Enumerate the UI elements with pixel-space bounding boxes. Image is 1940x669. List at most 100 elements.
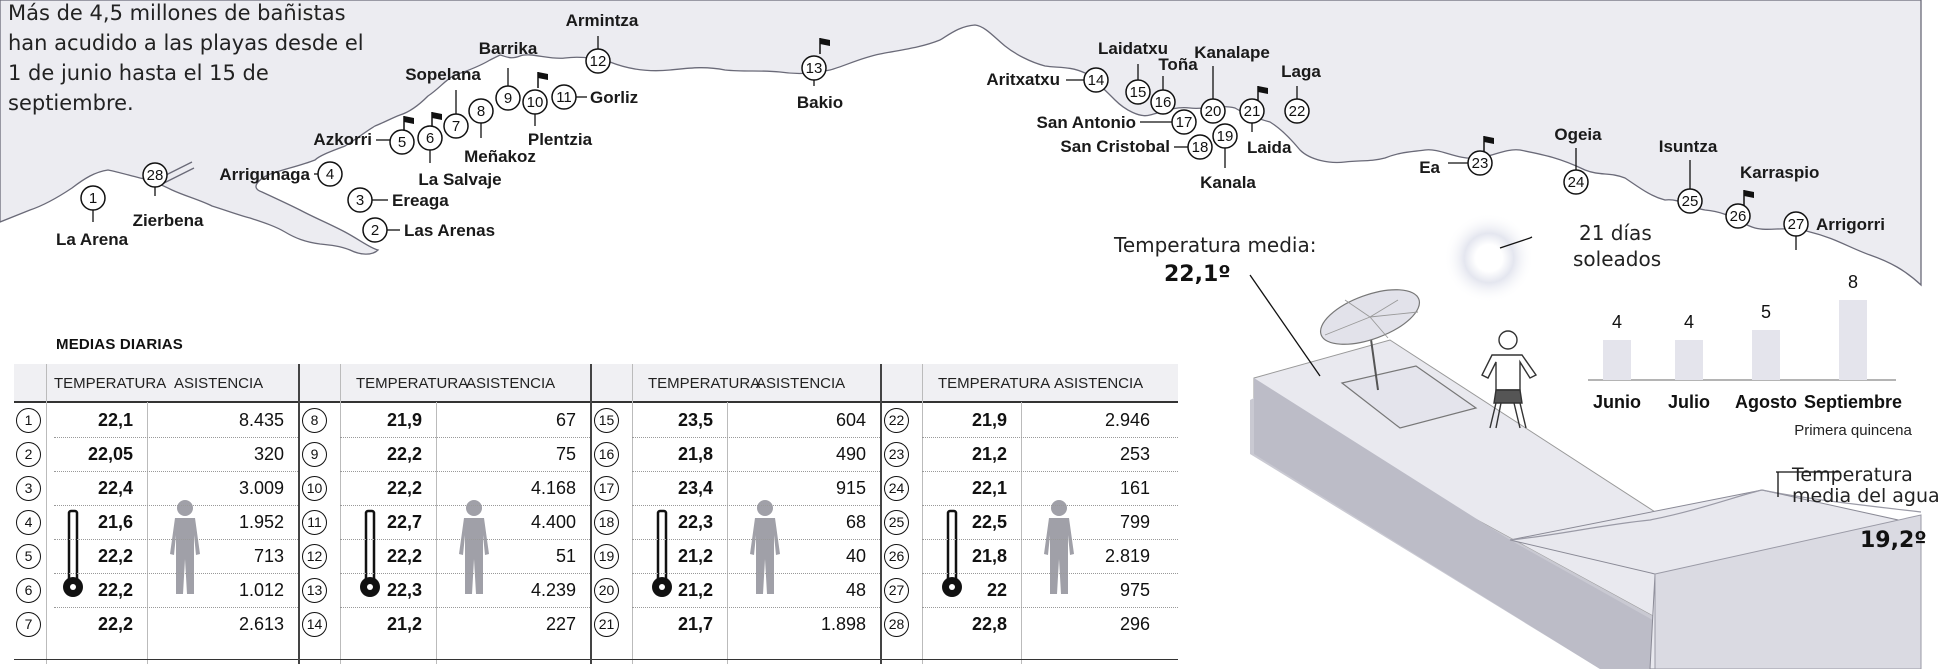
beach-marker-21: 21 xyxy=(1239,98,1265,124)
attendance-value: 4.239 xyxy=(530,580,576,600)
attendance-value: 253 xyxy=(1119,444,1150,464)
beach-number-badge: 8 xyxy=(302,408,327,433)
attendance-value: 8.435 xyxy=(238,410,284,430)
temperature-value: 21,2 xyxy=(386,614,422,634)
beach-number-badge: 2 xyxy=(16,442,41,467)
thermometer-icon xyxy=(942,509,962,597)
attendance-value: 1.012 xyxy=(238,580,284,600)
beach-name: Arrigorri xyxy=(1816,215,1885,234)
marker-number: 13 xyxy=(806,60,823,77)
table-row: 14 21,2 227 xyxy=(300,608,590,642)
attendance-value: 713 xyxy=(253,546,284,566)
flag-markers xyxy=(403,38,1754,206)
flag-icon xyxy=(1257,86,1268,102)
beach-name: Ea xyxy=(1419,158,1440,177)
temperature-value: 21,8 xyxy=(677,444,713,464)
beach-name: Ogeia xyxy=(1554,125,1602,144)
beach-marker-12: 12 xyxy=(585,48,611,74)
table-row: 21 21,7 1.898 xyxy=(592,608,880,642)
header-rule xyxy=(300,401,590,403)
row-divider xyxy=(54,539,298,540)
marker-circle xyxy=(1563,169,1589,195)
temperature-value: 22,7 xyxy=(386,512,422,532)
beach-name: Bakio xyxy=(797,93,843,112)
table-row: 1 22,1 8.435 xyxy=(14,404,298,438)
marker-circle xyxy=(1212,123,1238,149)
marker-number: 7 xyxy=(452,118,460,135)
beach-name: Aritxatxu xyxy=(986,70,1060,89)
beach-marker-20: 20 xyxy=(1200,98,1226,124)
beach-name: Arrigunaga xyxy=(219,165,310,184)
row-divider xyxy=(632,471,880,472)
marker-number: 28 xyxy=(147,167,164,184)
table-row: 7 22,2 2.613 xyxy=(14,608,298,642)
flag-icon xyxy=(1483,136,1494,152)
table-row: 18 22,3 68 xyxy=(592,506,880,540)
beach-name: Ereaga xyxy=(392,191,449,210)
row-divider xyxy=(632,573,880,574)
marker-number: 23 xyxy=(1472,155,1489,172)
row-divider xyxy=(54,607,298,608)
beach-name: Isuntza xyxy=(1659,137,1718,156)
marker-circle xyxy=(317,161,343,187)
table-row: 28 22,8 296 xyxy=(882,608,1178,642)
marker-circle xyxy=(1239,98,1265,124)
sunny-days-line-2: soleados xyxy=(1573,247,1662,271)
person-icon xyxy=(750,500,780,594)
temperature-value: 22,05 xyxy=(87,444,133,464)
marker-number: 22 xyxy=(1289,103,1306,120)
marker-number: 16 xyxy=(1155,94,1172,111)
beach-number-badge: 18 xyxy=(594,510,619,535)
marker-circle xyxy=(1171,109,1197,135)
temperature-value: 22,2 xyxy=(97,580,133,600)
header-temperature: TEMPERATURA xyxy=(54,375,167,392)
beach-marker-7: 7 xyxy=(443,113,469,139)
beach-marker-22: 22 xyxy=(1284,98,1310,124)
beach-marker-9: 9 xyxy=(495,85,521,111)
temperature-value: 22,5 xyxy=(971,512,1007,532)
row-divider xyxy=(922,437,1178,438)
marker-number: 17 xyxy=(1176,114,1193,131)
table-group-2: TEMPERATURA ASISTENCIA 8 21,9 67 9 22,2 … xyxy=(300,364,592,664)
beach-marker-14: 14 xyxy=(1083,67,1109,93)
attendance-value: 915 xyxy=(835,478,866,498)
header-rule xyxy=(14,401,298,403)
attendance-value: 799 xyxy=(1119,512,1150,532)
temperature-value: 22,2 xyxy=(97,614,133,634)
leader-lines xyxy=(92,36,1797,250)
beach-marker-26: 26 xyxy=(1725,203,1751,229)
beach-number-badge: 20 xyxy=(594,578,619,603)
beach-number-badge: 3 xyxy=(16,476,41,501)
table-row: 19 21,2 40 xyxy=(592,540,880,574)
temperature-value: 22,1 xyxy=(97,410,133,430)
attendance-value: 490 xyxy=(835,444,866,464)
marker-number: 10 xyxy=(527,94,544,111)
beach-marker-18: 18 xyxy=(1187,134,1213,160)
person-icon xyxy=(1044,500,1074,594)
intro-text: Más de 4,5 millones de bañistas han acud… xyxy=(8,1,364,115)
beach-marker-19: 19 xyxy=(1212,123,1238,149)
temperature-value: 22,1 xyxy=(971,478,1007,498)
column-divider xyxy=(340,364,341,664)
row-divider xyxy=(340,437,590,438)
marker-circle xyxy=(1284,98,1310,124)
row-divider xyxy=(340,573,590,574)
attendance-value: 975 xyxy=(1119,580,1150,600)
marker-circle xyxy=(522,89,548,115)
thermometer-icon xyxy=(652,509,672,597)
beach-name: Las Arenas xyxy=(404,221,495,240)
beach-marker-28: 28 xyxy=(142,162,168,188)
row-divider xyxy=(632,607,880,608)
beach-marker-10: 10 xyxy=(522,89,548,115)
marker-circle xyxy=(1125,79,1151,105)
marker-number: 12 xyxy=(590,53,607,70)
beach-name: San Cristobal xyxy=(1060,137,1170,156)
table-row: 22 21,9 2.946 xyxy=(882,404,1178,438)
beach-name: Kanala xyxy=(1200,173,1256,192)
temperature-value: 21,8 xyxy=(971,546,1007,566)
row-divider xyxy=(54,471,298,472)
marker-circle xyxy=(801,55,827,81)
beach-marker-3: 3 xyxy=(347,187,373,213)
marker-circle xyxy=(1083,67,1109,93)
